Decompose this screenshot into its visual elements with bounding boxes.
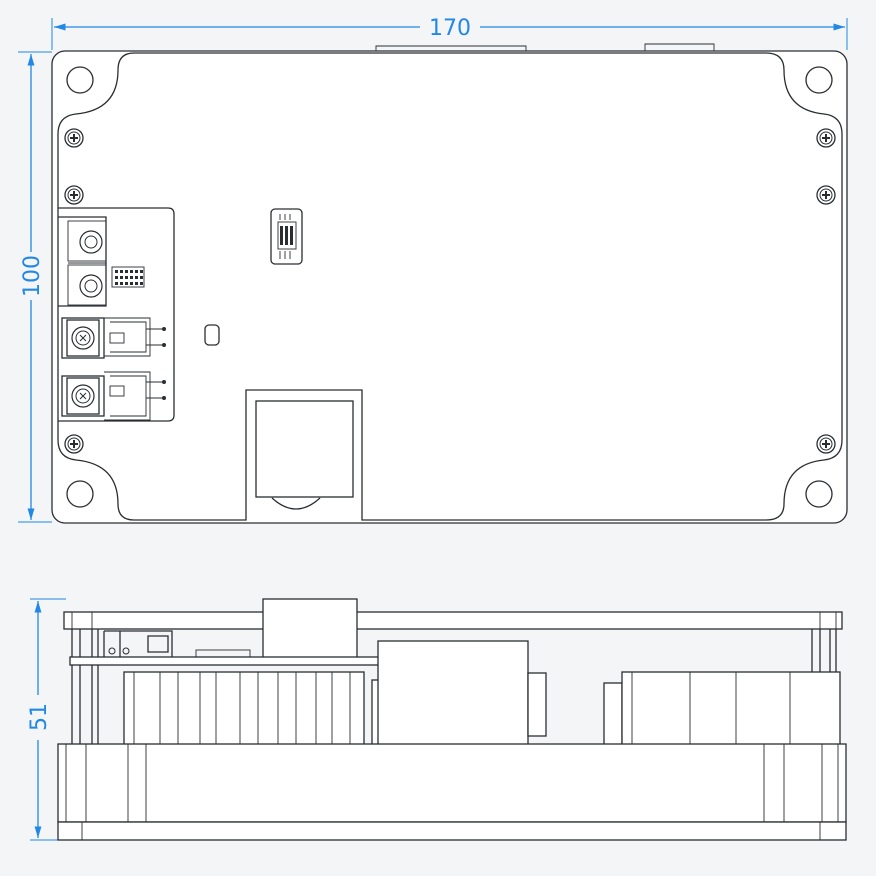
screw-icon [816, 185, 836, 205]
width-dimension-label: 170 [429, 16, 471, 41]
corner-hole [66, 480, 94, 508]
cover-outline [57, 52, 843, 521]
side-height-dimension-label: 51 [27, 703, 52, 731]
side-capacitor-bank [603, 671, 841, 747]
side-socket-block [262, 598, 358, 660]
dip-switch [270, 208, 303, 265]
power-terminal-block [58, 216, 107, 307]
side-view: 51 [27, 598, 847, 841]
screw-icon [816, 128, 836, 148]
screw-icon [816, 434, 836, 454]
motor-terminal-1 [61, 317, 105, 359]
width-dimension: 170 [51, 16, 848, 50]
motor-terminal-2 [61, 375, 105, 417]
connector-board [58, 207, 175, 422]
corner-hole [66, 66, 94, 94]
socket-cutout [255, 400, 354, 510]
side-top-plate [63, 611, 843, 630]
screw-icon [64, 128, 84, 148]
side-base [57, 743, 847, 841]
screw-icon [64, 434, 84, 454]
jst-connector [104, 317, 166, 357]
base-plate [51, 50, 848, 524]
corner-hole [805, 66, 833, 94]
screw-icon [64, 185, 84, 205]
height-dimension-label: 100 [20, 255, 45, 297]
pin-header [111, 266, 145, 288]
led-window [204, 324, 220, 346]
top-view: 170 100 [18, 16, 848, 524]
corner-hole [805, 480, 833, 508]
height-dimension: 100 [18, 51, 52, 523]
side-height-dimension: 51 [27, 598, 66, 841]
jst-connector [104, 371, 166, 421]
side-heatsink [123, 671, 365, 747]
